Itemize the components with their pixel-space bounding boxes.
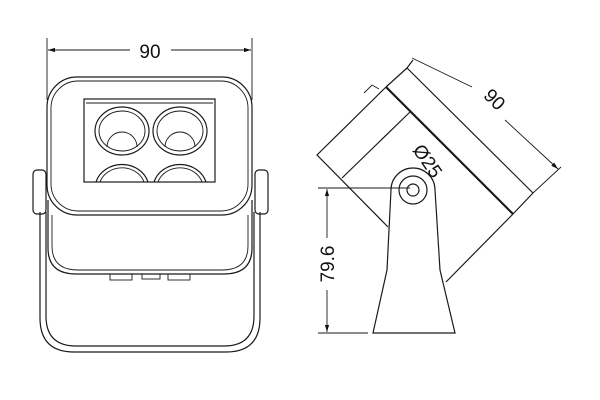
length-dimension-line-top bbox=[411, 57, 473, 88]
housing-rear-edge bbox=[316, 86, 389, 228]
width-dimension-label: 90 bbox=[139, 42, 160, 63]
front-view: 90 bbox=[32, 38, 269, 353]
bottom-foot-2 bbox=[141, 273, 161, 280]
pivot-outer-circle bbox=[398, 175, 428, 205]
led-lens-2-inner bbox=[156, 110, 204, 152]
u-bracket-inner bbox=[45, 212, 255, 347]
length-dimension-line-bottom bbox=[504, 119, 559, 170]
led-2-emitter bbox=[164, 131, 196, 148]
mounting-stand bbox=[372, 167, 456, 334]
led-lens-4 bbox=[153, 163, 207, 183]
front-housing bbox=[46, 76, 253, 216]
led-lens-2 bbox=[152, 106, 208, 156]
led-lens-1 bbox=[94, 106, 150, 156]
u-bracket-outer bbox=[39, 212, 261, 353]
bracket-tab-left bbox=[32, 169, 47, 215]
housing-front-face bbox=[406, 67, 534, 194]
led-lens-1-inner bbox=[98, 110, 146, 152]
length-extension-line bbox=[532, 166, 562, 194]
housing-top-extension bbox=[406, 59, 414, 69]
bottom-foot-3 bbox=[167, 273, 191, 281]
height-dimension-label: 79.6 bbox=[318, 246, 339, 283]
led-lens-4-inner bbox=[157, 167, 203, 183]
housing-top-edge bbox=[385, 67, 408, 88]
led-lens-3 bbox=[95, 163, 149, 183]
housing-bottom-edge bbox=[512, 192, 534, 215]
led-lenses bbox=[94, 106, 208, 183]
housing-front-bezel bbox=[385, 86, 514, 215]
led-window bbox=[83, 98, 216, 183]
led-1-emitter bbox=[106, 131, 138, 148]
rear-housing-inner bbox=[51, 215, 249, 271]
front-housing-inner bbox=[50, 80, 249, 212]
housing-tab bbox=[363, 84, 380, 94]
bottom-foot-1 bbox=[109, 273, 133, 281]
led-lens-3-inner bbox=[99, 167, 145, 183]
length-dimension-label: 90 bbox=[479, 85, 509, 115]
bracket-tab-right bbox=[254, 169, 269, 215]
housing-lower-edge bbox=[445, 213, 514, 283]
pivot-hole bbox=[406, 183, 420, 197]
side-view: 90 Ø25 79.6 bbox=[316, 57, 562, 334]
housing-step-line bbox=[341, 111, 411, 179]
